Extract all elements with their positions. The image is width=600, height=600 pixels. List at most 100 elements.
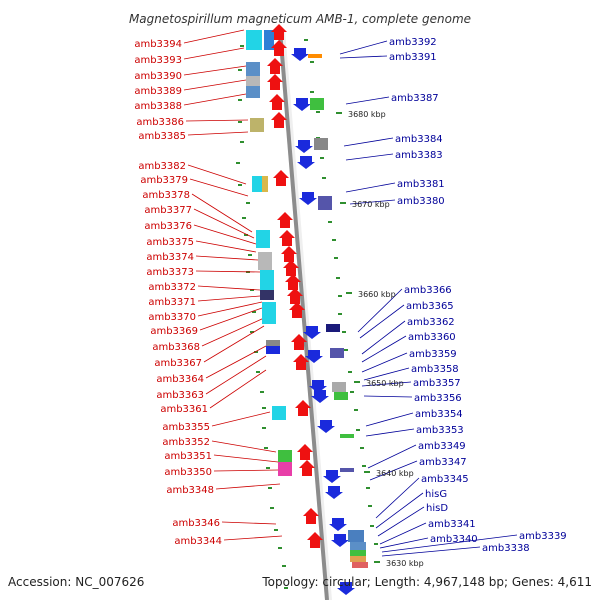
right-gene-label-16: amb3353 [416, 425, 464, 436]
reverse-gene-arrow-4 [299, 192, 317, 205]
position-marker-13 [252, 311, 256, 313]
left-gene-label-2: amb3390 [134, 71, 182, 82]
reverse-gene-arrow-8 [311, 390, 329, 403]
left-leader-line-29 [221, 521, 277, 525]
position-marker-6 [238, 184, 242, 186]
right-leader-line-21 [377, 506, 425, 537]
right-gene-label-23: amb3340 [430, 534, 478, 545]
left-gene-block-8 [256, 230, 270, 248]
right-gene-block-5 [330, 348, 344, 358]
reverse-gene-arrow-5 [303, 326, 321, 339]
scale-tick-label-5: 3630 kbp [386, 559, 424, 568]
right-leader-line-0 [339, 40, 388, 55]
accession-label: Accession: NC_007626 [8, 575, 144, 589]
right-gene-block-3 [318, 196, 332, 210]
left-leader-line-13 [195, 255, 259, 261]
right-leader-line-18 [369, 460, 418, 481]
reverse-gene-arrow-13 [331, 534, 349, 547]
right-gene-block-4 [326, 324, 340, 332]
position-marker-48 [360, 447, 364, 449]
left-leader-line-23 [209, 369, 267, 409]
forward-gene-arrow-11 [285, 274, 301, 290]
position-marker-37 [332, 239, 336, 241]
right-leader-line-1 [339, 55, 388, 59]
left-gene-label-25: amb3352 [162, 437, 210, 448]
right-gene-block-14 [352, 562, 368, 568]
position-marker-17 [260, 391, 264, 393]
right-leader-line-14 [363, 395, 413, 398]
gene-features [246, 24, 368, 595]
right-leader-line-4 [345, 153, 394, 161]
left-gene-label-0: amb3394 [134, 39, 182, 50]
topology-label: Topology: circular; Length: 4,967,148 bp… [261, 575, 592, 589]
right-gene-block-2 [314, 138, 328, 150]
forward-gene-arrow-19 [303, 508, 319, 524]
position-marker-31 [316, 111, 320, 113]
left-leader-line-17 [197, 301, 263, 317]
position-marker-24 [274, 529, 278, 531]
left-leader-line-5 [185, 119, 249, 122]
left-leader-line-11 [193, 224, 257, 245]
left-gene-block-12 [262, 302, 276, 324]
left-gene-label-22: amb3363 [156, 390, 204, 401]
scale-tick-label-3: 3650 kbp [366, 379, 404, 388]
left-leader-line-9 [191, 193, 253, 233]
left-gene-label-21: amb3364 [156, 374, 204, 385]
left-leader-line-2 [183, 65, 247, 76]
right-leader-line-8 [359, 304, 405, 339]
right-leader-line-5 [345, 182, 396, 193]
scale-tick-label-2: 3660 kbp [358, 290, 396, 299]
position-marker-53 [374, 543, 378, 545]
forward-gene-arrow-4 [269, 94, 285, 110]
left-gene-label-10: amb3377 [144, 205, 192, 216]
right-gene-block-8 [340, 434, 354, 438]
right-gene-label-25: amb3338 [482, 543, 530, 554]
position-marker-14 [250, 331, 254, 333]
scale-tick-mark-0 [336, 112, 342, 114]
left-gene-label-19: amb3368 [152, 342, 200, 353]
right-gene-label-17: amb3349 [418, 441, 466, 452]
right-gene-block-13 [350, 556, 366, 562]
right-leader-line-19 [375, 477, 420, 519]
forward-gene-arrow-12 [287, 288, 303, 304]
right-leader-line-23 [379, 537, 429, 549]
position-marker-51 [368, 505, 372, 507]
left-gene-label-6: amb3385 [138, 131, 186, 142]
reverse-gene-arrow-2 [295, 140, 313, 153]
right-gene-label-19: amb3345 [421, 474, 469, 485]
position-marker-29 [310, 61, 314, 63]
reverse-gene-arrow-0 [291, 48, 309, 61]
left-gene-block-7 [262, 176, 268, 192]
left-gene-block-17 [278, 462, 292, 476]
right-leader-line-16 [365, 428, 415, 437]
reverse-gene-arrow-3 [297, 156, 315, 169]
position-marker-23 [270, 507, 274, 509]
left-leader-line-10 [193, 208, 255, 239]
right-gene-block-7 [334, 392, 348, 400]
left-gene-block-3 [246, 76, 260, 86]
position-marker-9 [244, 234, 248, 236]
position-marker-0 [240, 45, 244, 47]
position-marker-28 [304, 39, 308, 41]
right-leader-line-10 [361, 335, 407, 363]
left-leader-line-14 [195, 270, 261, 273]
left-leader-line-25 [211, 440, 277, 453]
left-leader-line-8 [189, 178, 249, 197]
left-leader-line-3 [183, 79, 247, 91]
forward-gene-arrow-13 [289, 302, 305, 318]
left-leader-line-7 [187, 164, 247, 185]
left-leader-line-27 [213, 469, 279, 472]
right-leader-line-11 [361, 352, 408, 373]
forward-gene-arrow-0 [271, 24, 287, 40]
left-gene-labels: amb3394amb3393amb3390amb3389amb3388amb33… [134, 39, 222, 547]
forward-gene-arrow-15 [293, 354, 309, 370]
position-marker-45 [350, 391, 354, 393]
reverse-gene-arrow-1 [293, 98, 311, 111]
right-gene-label-9: amb3362 [407, 317, 455, 328]
left-gene-label-11: amb3376 [144, 221, 192, 232]
left-gene-label-24: amb3355 [162, 422, 210, 433]
left-gene-label-9: amb3378 [142, 190, 190, 201]
